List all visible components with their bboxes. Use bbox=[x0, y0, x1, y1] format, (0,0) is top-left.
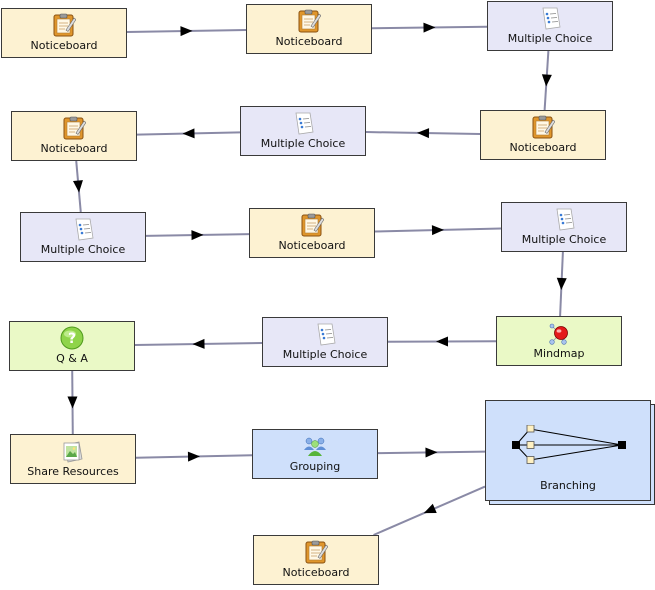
arrow-icon bbox=[436, 336, 449, 347]
multiple-choice-icon bbox=[556, 208, 575, 231]
multiple-choice-icon bbox=[295, 112, 314, 135]
activity-label: Share Resources bbox=[27, 465, 119, 478]
arrow-icon bbox=[67, 396, 78, 409]
arrow-icon bbox=[192, 338, 205, 349]
arrow-icon bbox=[187, 451, 200, 462]
activity-label: Noticeboard bbox=[282, 566, 350, 579]
activity-multiple-choice[interactable]: Multiple Choice bbox=[20, 212, 146, 262]
noticeboard-icon bbox=[298, 9, 321, 33]
activity-noticeboard[interactable]: Noticeboard bbox=[11, 111, 137, 161]
activity-label: Multiple Choice bbox=[40, 243, 126, 256]
arrow-icon bbox=[191, 230, 204, 241]
noticeboard-icon bbox=[53, 13, 76, 37]
activity-label: Noticeboard bbox=[40, 142, 108, 155]
activity-noticeboard[interactable]: Noticeboard bbox=[253, 535, 379, 585]
activity-label: Noticeboard bbox=[275, 35, 343, 48]
arrow-icon bbox=[417, 128, 430, 139]
arrow-icon bbox=[541, 74, 552, 87]
svg-text:?: ? bbox=[68, 331, 76, 347]
activity-noticeboard[interactable]: Noticeboard bbox=[246, 4, 372, 54]
multiple-choice-icon bbox=[317, 323, 336, 346]
arrow-icon bbox=[423, 22, 436, 33]
activity-q-and-a[interactable]: ? Q & A bbox=[9, 321, 135, 371]
activity-label: Multiple Choice bbox=[282, 348, 368, 361]
activity-label: Grouping bbox=[289, 460, 341, 473]
activity-label: Noticeboard bbox=[278, 239, 346, 252]
activity-branching[interactable]: Branching bbox=[485, 400, 651, 501]
mindmap-icon bbox=[549, 323, 568, 345]
arrow-icon bbox=[431, 225, 444, 236]
activity-label: Mindmap bbox=[533, 347, 585, 360]
noticeboard-icon bbox=[532, 115, 555, 139]
activity-multiple-choice[interactable]: Multiple Choice bbox=[262, 317, 388, 367]
activity-label: Noticeboard bbox=[509, 141, 577, 154]
activity-noticeboard[interactable]: Noticeboard bbox=[480, 110, 606, 160]
arrow-icon bbox=[182, 128, 195, 139]
activity-multiple-choice[interactable]: Multiple Choice bbox=[487, 1, 613, 51]
activity-multiple-choice[interactable]: Multiple Choice bbox=[501, 202, 627, 252]
activity-share-resources[interactable]: Share Resources bbox=[10, 434, 136, 484]
question-mark-icon: ? bbox=[60, 326, 84, 350]
activity-mindmap[interactable]: Mindmap bbox=[496, 316, 622, 366]
arrow-icon bbox=[72, 180, 83, 193]
arrow-icon bbox=[425, 447, 438, 458]
branching-icon bbox=[512, 425, 626, 464]
activity-label: Q & A bbox=[56, 352, 88, 365]
multiple-choice-icon bbox=[542, 7, 561, 30]
arrow-icon bbox=[180, 26, 193, 37]
noticeboard-icon bbox=[301, 213, 324, 237]
noticeboard-icon bbox=[305, 540, 328, 564]
activity-multiple-choice[interactable]: Multiple Choice bbox=[240, 106, 366, 156]
multiple-choice-icon bbox=[75, 218, 94, 241]
grouping-icon bbox=[304, 437, 326, 456]
activity-label: Multiple Choice bbox=[521, 233, 607, 246]
activity-grouping[interactable]: Grouping bbox=[252, 429, 378, 479]
activity-label: Noticeboard bbox=[30, 39, 98, 52]
arrow-icon bbox=[556, 277, 567, 290]
share-resources-icon bbox=[63, 441, 83, 463]
activity-noticeboard[interactable]: Noticeboard bbox=[1, 8, 127, 58]
activity-noticeboard[interactable]: Noticeboard bbox=[249, 208, 375, 258]
activity-label: Multiple Choice bbox=[507, 32, 593, 45]
activity-label: Branching bbox=[540, 479, 596, 492]
noticeboard-icon bbox=[63, 116, 86, 140]
activity-label: Multiple Choice bbox=[260, 137, 346, 150]
arrow-icon bbox=[423, 503, 437, 514]
